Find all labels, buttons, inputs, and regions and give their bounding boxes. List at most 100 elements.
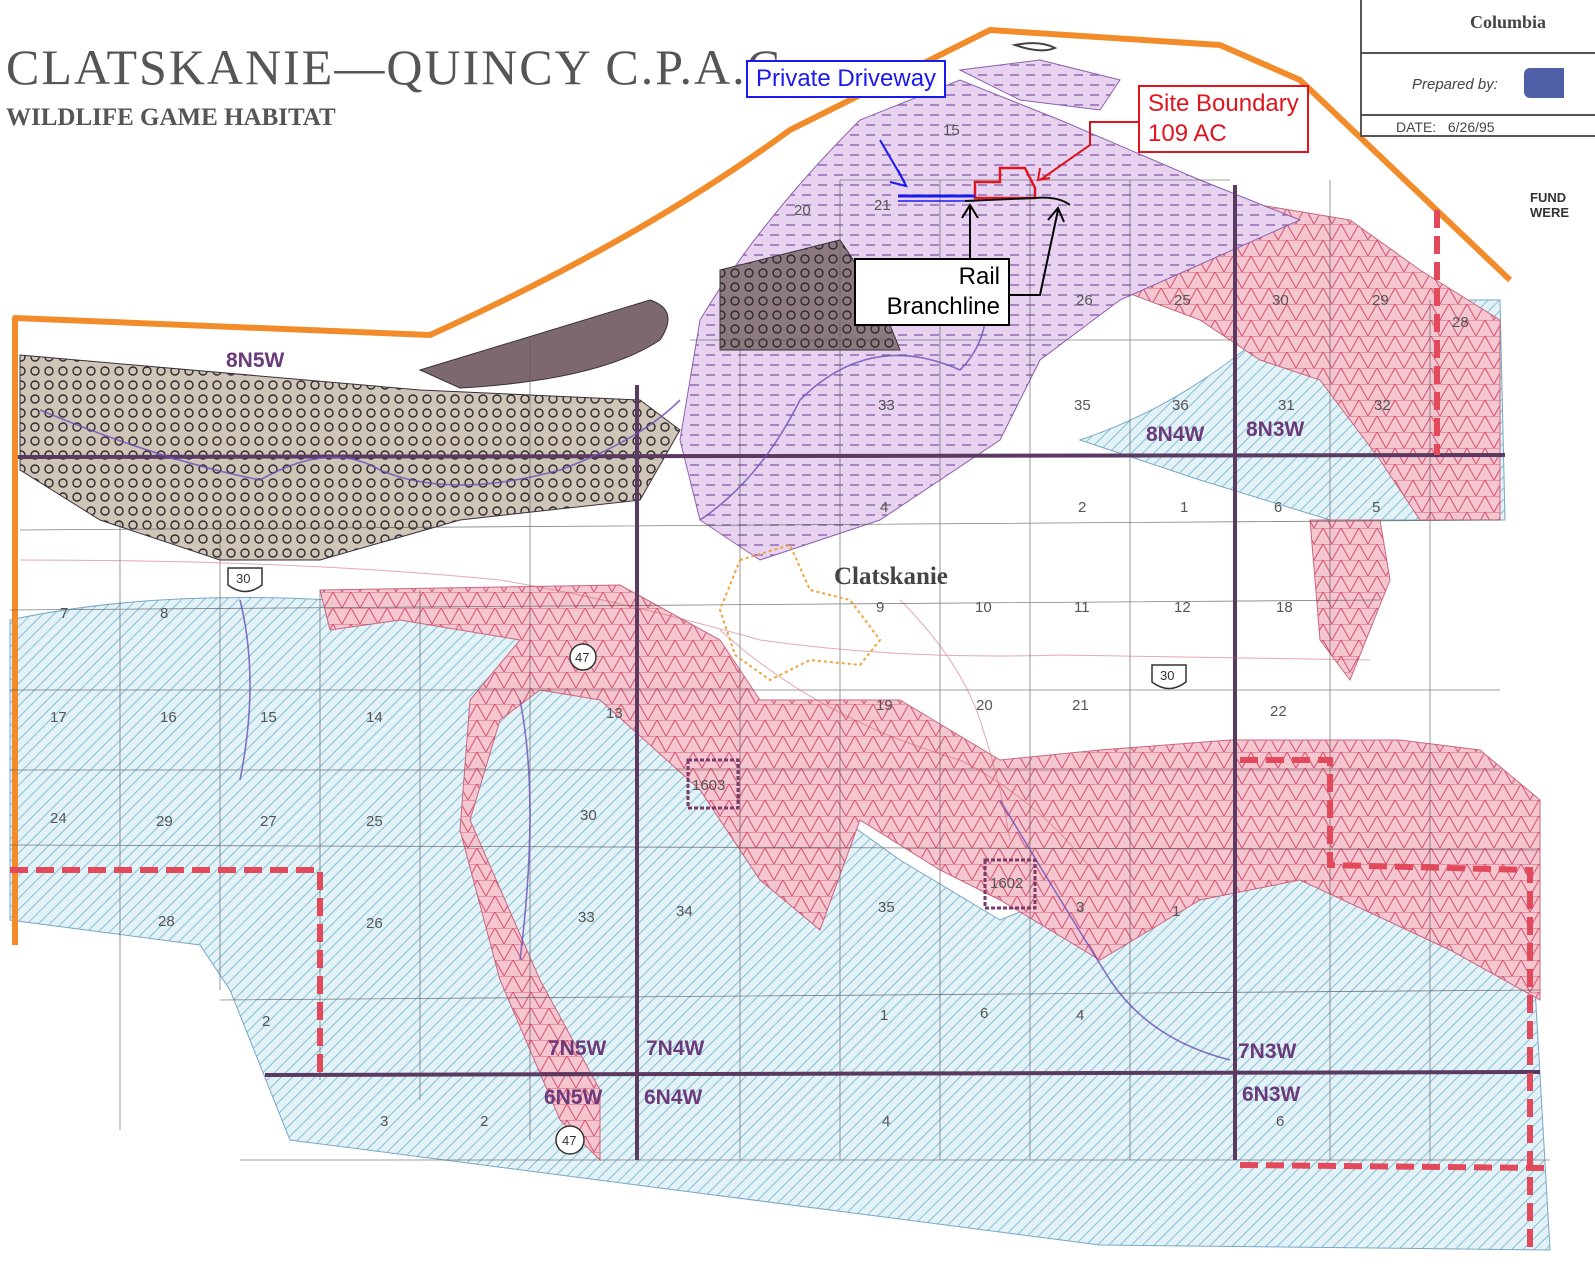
svg-text:30: 30 — [236, 571, 250, 586]
svg-text:35: 35 — [878, 899, 895, 916]
date-label: DATE: — [1396, 119, 1437, 135]
svg-text:33: 33 — [578, 909, 595, 926]
big-game-range-area-ne — [1089, 199, 1501, 521]
svg-text:8: 8 — [160, 605, 168, 622]
svg-text:15: 15 — [943, 122, 960, 139]
wetland-island — [958, 59, 1121, 111]
svg-text:12: 12 — [1174, 599, 1191, 616]
callout-site-boundary: Site Boundary 109 AC — [1138, 85, 1309, 153]
north-arrow-icon — [1011, 42, 1058, 52]
svg-text:36: 36 — [1172, 397, 1189, 414]
title-block-divider-2 — [1362, 114, 1595, 116]
callout-branchline-label: Branchline — [886, 293, 1000, 320]
title-block-prepared-by: Prepared by: — [1412, 76, 1498, 93]
svg-text:6: 6 — [1274, 499, 1282, 516]
svg-text:1602: 1602 — [990, 875, 1023, 892]
svg-text:28: 28 — [158, 913, 175, 930]
svg-text:9: 9 — [876, 599, 884, 616]
rivers — [39, 259, 1231, 1061]
svg-text:30: 30 — [580, 807, 597, 824]
svg-text:47: 47 — [562, 1133, 576, 1148]
callout-site-boundary-acres: 109 AC — [1148, 120, 1227, 147]
side-note-line1: FUND — [1530, 190, 1567, 205]
svg-text:18: 18 — [1276, 599, 1293, 616]
title-block-org: Columbia — [1470, 12, 1547, 32]
svg-text:25: 25 — [366, 813, 383, 830]
svg-text:10: 10 — [975, 599, 992, 616]
svg-text:30: 30 — [1272, 292, 1289, 309]
parcel-1603 — [686, 758, 740, 810]
svg-text:24: 24 — [50, 810, 67, 827]
title-block-date: DATE: 6/26/95 — [1396, 119, 1495, 135]
svg-text:26: 26 — [366, 915, 383, 932]
svg-text:19: 19 — [876, 697, 893, 714]
svg-text:4: 4 — [1076, 1007, 1084, 1024]
svg-text:1: 1 — [1172, 903, 1180, 920]
svg-text:22: 22 — [1270, 703, 1287, 720]
callout-rail-branchline: Rail Branchline — [854, 258, 1010, 326]
svg-text:35: 35 — [1074, 397, 1091, 414]
svg-text:32: 32 — [1374, 397, 1391, 414]
svg-text:20: 20 — [976, 697, 993, 714]
map-subtitle: WILDLIFE GAME HABITAT — [6, 104, 336, 131]
range-boundary — [10, 210, 1546, 1250]
svg-text:7N3W: 7N3W — [1238, 1040, 1297, 1063]
svg-text:26: 26 — [1076, 292, 1093, 309]
svg-text:6N4W: 6N4W — [644, 1086, 703, 1109]
svg-text:27: 27 — [260, 813, 277, 830]
township-lines — [17, 185, 1541, 1160]
svg-text:8N5W: 8N5W — [226, 349, 285, 372]
section-numbers: 20 21 15 26 25 30 29 28 33 35 36 31 32 4… — [50, 122, 1469, 1130]
svg-text:11: 11 — [1074, 599, 1090, 616]
highway-shield-icon: 47 — [569, 643, 597, 671]
callout-private-driveway-label: Private Driveway — [756, 65, 937, 92]
svg-text:1: 1 — [1180, 499, 1188, 516]
svg-text:13: 13 — [606, 705, 623, 722]
svg-text:28: 28 — [1452, 314, 1469, 331]
svg-text:47: 47 — [575, 650, 589, 665]
side-note: FUND WERE — [1530, 190, 1569, 220]
big-game-range-area — [319, 584, 1541, 1162]
svg-text:29: 29 — [156, 813, 173, 830]
company-logo-icon — [1524, 68, 1564, 98]
svg-text:6N3W: 6N3W — [1242, 1083, 1301, 1106]
svg-text:8N3W: 8N3W — [1246, 418, 1305, 441]
svg-text:7: 7 — [60, 605, 68, 622]
county-border — [12, 27, 1513, 945]
highway-shield-icon: 47 — [555, 1125, 585, 1155]
svg-text:7N5W: 7N5W — [548, 1037, 607, 1060]
svg-text:31: 31 — [1278, 397, 1295, 414]
svg-text:21: 21 — [874, 197, 891, 214]
svg-text:4: 4 — [880, 499, 888, 516]
svg-text:20: 20 — [794, 202, 811, 219]
parcel-1602 — [983, 858, 1037, 910]
township-labels: 8N5W 8N4W 8N3W 7N5W 7N4W 7N3W 6N5W 6N4W … — [226, 349, 1305, 1109]
svg-text:7N4W: 7N4W — [646, 1037, 705, 1060]
city-limits — [718, 543, 882, 682]
callout-leaders — [879, 121, 1138, 296]
rail-branchline — [964, 196, 1071, 206]
svg-text:16: 16 — [160, 709, 177, 726]
svg-text:33: 33 — [878, 397, 895, 414]
highway-shield-icon: 30 — [1151, 664, 1187, 690]
svg-text:15: 15 — [260, 709, 277, 726]
highway-shield-icon: 30 — [227, 567, 263, 593]
svg-text:1603: 1603 — [692, 777, 725, 794]
svg-text:8N4W: 8N4W — [1146, 423, 1205, 446]
svg-text:29: 29 — [1372, 292, 1389, 309]
svg-text:4: 4 — [882, 1113, 890, 1130]
floodplain-island — [418, 299, 669, 389]
date-value: 6/26/95 — [1447, 119, 1495, 135]
title-block-divider — [1362, 52, 1595, 54]
svg-text:3: 3 — [1076, 899, 1084, 916]
map-title: CLATSKANIE—QUINCY C.P.A.C. — [6, 39, 797, 95]
town-label-clatskanie: Clatskanie — [834, 563, 948, 590]
svg-text:6: 6 — [1276, 1113, 1284, 1130]
svg-text:34: 34 — [676, 903, 693, 920]
roads — [19, 559, 1371, 881]
svg-text:30: 30 — [1160, 668, 1174, 683]
section-grid — [9, 179, 1550, 1161]
svg-text:1: 1 — [880, 1007, 888, 1024]
svg-text:2: 2 — [480, 1113, 488, 1130]
